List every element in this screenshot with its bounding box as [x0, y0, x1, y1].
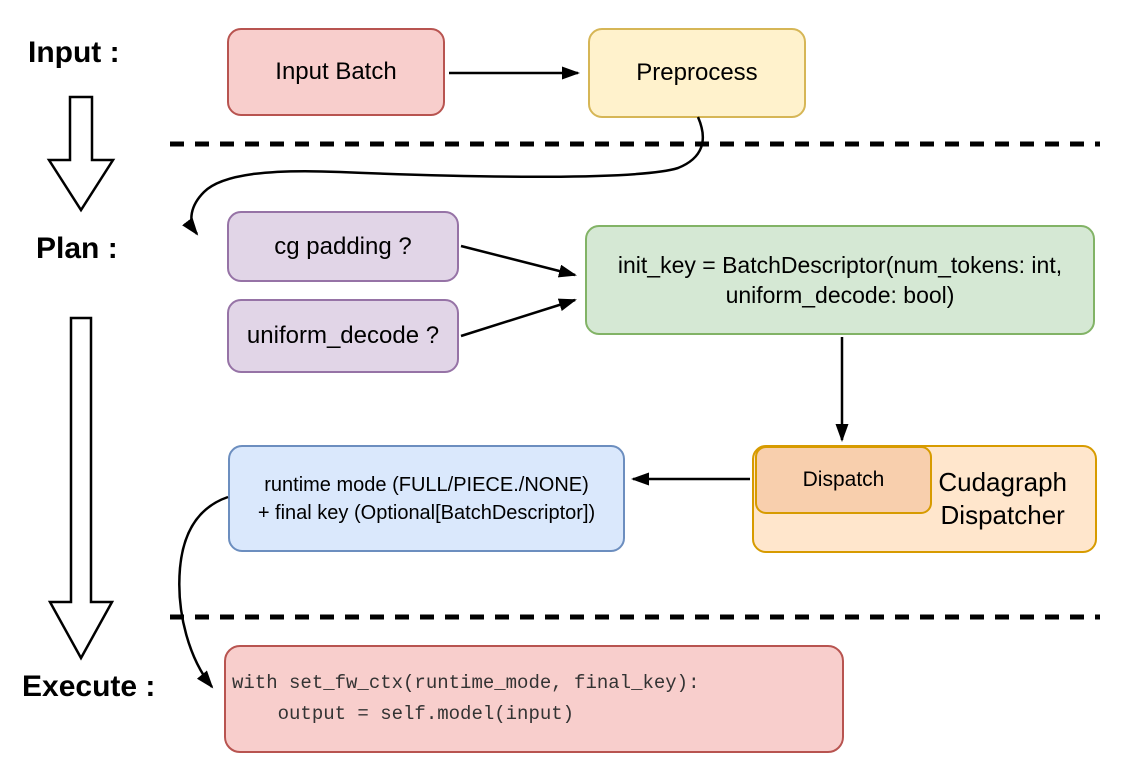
curve-runtime-mode-to-execute-code — [178, 495, 229, 689]
cg-padding-node: cg padding ? — [227, 211, 459, 282]
arrow-cg-padding-to-init-key — [460, 244, 577, 278]
cudagraph-dispatcher-line1: Cudagraph — [938, 467, 1067, 497]
init-key-line1: init_key = BatchDescriptor(num_tokens: i… — [617, 252, 1063, 278]
dispatch-node: Dispatch — [755, 446, 932, 514]
execute-code-node: with set_fw_ctx(runtime_mode, final_key)… — [224, 645, 844, 753]
init-key-node: init_key = BatchDescriptor(num_tokens: i… — [585, 225, 1095, 335]
runtime-mode-line2: + final key (Optional[BatchDescriptor]) — [257, 501, 596, 524]
input-batch-label: Input Batch — [275, 58, 397, 85]
preprocess-node: Preprocess — [588, 28, 806, 118]
runtime-mode-node: runtime mode (FULL/PIECE./NONE) + final … — [228, 445, 625, 552]
input-stage-label: Input : — [28, 36, 120, 69]
uniform-decode-node: uniform_decode ? — [227, 299, 459, 373]
cudagraph-dispatcher-label: Cudagraph Dispatcher — [938, 466, 1095, 532]
arrow-uniform-decode-to-init-key — [460, 298, 577, 338]
execute-stage-label: Execute : — [22, 670, 156, 703]
plan-stage-label: Plan : — [36, 232, 118, 265]
preprocess-label: Preprocess — [636, 59, 758, 86]
input-to-plan-hollow-arrow — [46, 95, 116, 213]
execute-code-line2: output = self.model(input) — [232, 703, 575, 725]
dispatch-label: Dispatch — [802, 468, 885, 491]
init-key-line2: uniform_decode: bool) — [725, 282, 955, 308]
cudagraph-dispatcher-line2: Dispatcher — [940, 500, 1065, 530]
execute-code-line1: with set_fw_ctx(runtime_mode, final_key)… — [232, 672, 700, 694]
cg-padding-label: cg padding ? — [274, 232, 412, 260]
runtime-mode-line1: runtime mode (FULL/PIECE./NONE) — [264, 473, 589, 496]
input-batch-node: Input Batch — [227, 28, 445, 116]
plan-to-execute-hollow-arrow — [47, 316, 115, 661]
uniform-decode-label: uniform_decode ? — [246, 322, 440, 349]
